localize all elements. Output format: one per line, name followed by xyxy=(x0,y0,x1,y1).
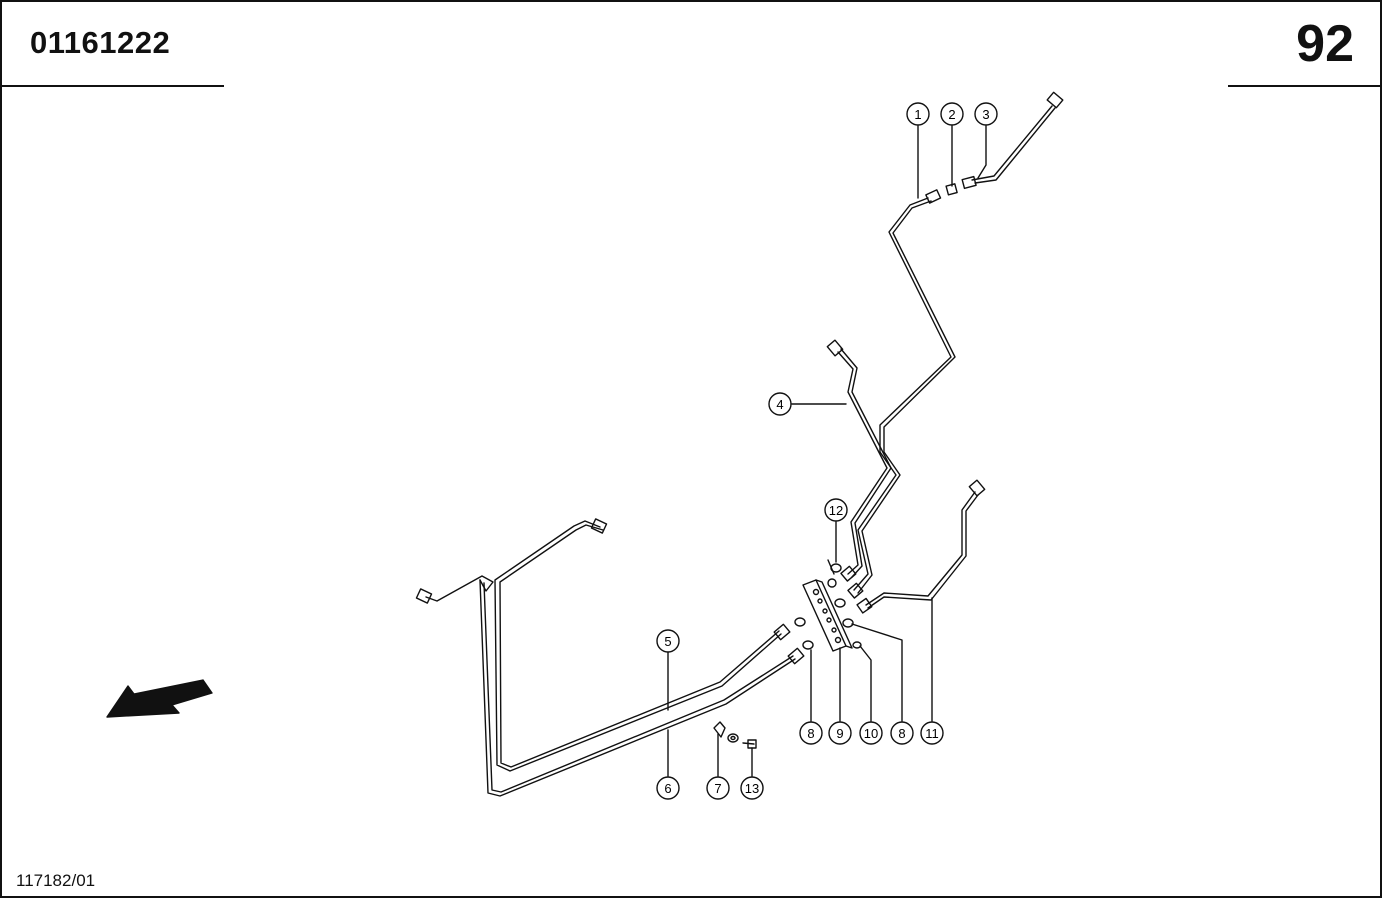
svg-text:6: 6 xyxy=(664,781,671,796)
callout-4: 4 xyxy=(768,392,792,416)
svg-text:7: 7 xyxy=(714,781,721,796)
callouts: 1 2 3 4 5 6 7 8 9 10 8 11 12 13 xyxy=(656,102,998,800)
pipe-5 xyxy=(494,518,791,772)
pipe-6 xyxy=(415,575,805,797)
callout-9: 9 xyxy=(828,721,852,745)
svg-text:1: 1 xyxy=(914,107,921,122)
callout-8b: 8 xyxy=(890,721,914,745)
bolt-set xyxy=(713,721,757,749)
drawing-reference: 117182/01 xyxy=(16,871,96,890)
page-number: 92 xyxy=(1296,15,1354,73)
callout-10: 10 xyxy=(859,721,883,745)
svg-text:13: 13 xyxy=(745,781,759,796)
callout-5: 5 xyxy=(656,629,680,653)
fittings-cluster xyxy=(794,563,862,650)
pipe-1 xyxy=(847,189,956,599)
callout-7: 7 xyxy=(706,776,730,800)
svg-text:8: 8 xyxy=(898,726,905,741)
callout-1: 1 xyxy=(906,102,930,126)
svg-text:8: 8 xyxy=(807,726,814,741)
callout-2: 2 xyxy=(940,102,964,126)
svg-text:5: 5 xyxy=(664,634,671,649)
svg-text:12: 12 xyxy=(829,503,843,518)
callout-11: 11 xyxy=(920,721,944,745)
svg-text:2: 2 xyxy=(948,107,955,122)
part-code: 01161222 xyxy=(30,25,171,60)
fitting-2 xyxy=(945,183,958,196)
callout-12: 12 xyxy=(824,498,848,522)
svg-text:10: 10 xyxy=(864,726,878,741)
svg-text:9: 9 xyxy=(836,726,843,741)
pipe-11 xyxy=(856,479,986,614)
pipe-4 xyxy=(826,339,892,582)
svg-text:4: 4 xyxy=(776,397,783,412)
leader-lines xyxy=(667,125,987,777)
direction-arrow xyxy=(106,679,213,718)
callout-6: 6 xyxy=(656,776,680,800)
svg-text:11: 11 xyxy=(925,726,939,741)
callout-13: 13 xyxy=(740,776,764,800)
svg-text:3: 3 xyxy=(982,107,989,122)
callout-3: 3 xyxy=(974,102,998,126)
callout-8a: 8 xyxy=(799,721,823,745)
pipe-3 xyxy=(961,91,1064,190)
